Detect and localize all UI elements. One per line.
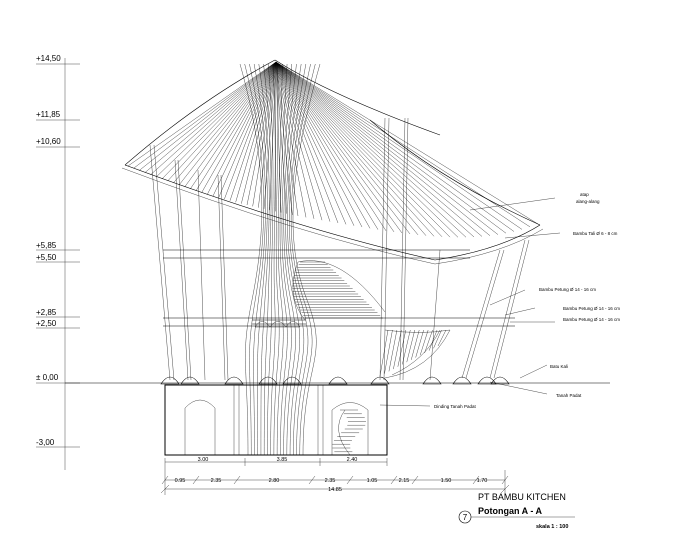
annotations: atap alang-alang Bambu Tali Ø 6 - 8 cm B… bbox=[434, 192, 620, 409]
level-label: +2,50 bbox=[36, 319, 57, 328]
floor-beams bbox=[163, 249, 515, 327]
level-label: ± 0,00 bbox=[36, 373, 59, 382]
basement-stair bbox=[332, 409, 366, 456]
dimension-label: 1.70 bbox=[477, 478, 488, 484]
dimension-label: 1.05 bbox=[367, 478, 378, 484]
note-bambu-tali: Bambu Tali Ø 6 - 8 cm bbox=[573, 231, 618, 236]
company-name: PT BAMBU KITCHEN bbox=[478, 492, 566, 502]
dimension-label: 0.95 bbox=[175, 478, 186, 484]
note-tanah-padat: Tanah Padat bbox=[556, 393, 582, 398]
stone-footings bbox=[160, 321, 510, 385]
note-batu-kali: Batu Kali bbox=[550, 364, 568, 369]
basement bbox=[164, 384, 388, 456]
dimension-total: 14.85 bbox=[328, 487, 342, 493]
note-bambu-petung: Bambu Petung Ø 14 - 16 cm bbox=[563, 317, 620, 322]
section-title: Potongan A - A bbox=[478, 506, 542, 516]
scale-label: skala 1 : 100 bbox=[536, 524, 568, 530]
note-dinding: Dinding Tanah Padat bbox=[434, 404, 476, 409]
dimension-label: 2.35 bbox=[325, 478, 336, 484]
dimension-label: 1.50 bbox=[441, 478, 452, 484]
dimension-label: 2.40 bbox=[347, 457, 358, 463]
dimension-label: 2.80 bbox=[269, 478, 280, 484]
level-label: +2,85 bbox=[36, 308, 57, 317]
staircase bbox=[292, 260, 386, 321]
title-block: PT BAMBU KITCHEN Potongan A - A 7 skala … bbox=[458, 492, 575, 530]
dimension-label: 3.00 bbox=[198, 457, 209, 463]
roof bbox=[121, 59, 544, 265]
dimension-label: 2.35 bbox=[211, 478, 222, 484]
leader-lines bbox=[379, 197, 561, 407]
level-label: +5,85 bbox=[36, 241, 57, 250]
note-bambu-petung: Bambu Petung Ø 14 - 16 cm bbox=[563, 306, 620, 311]
level-label: +5,50 bbox=[36, 253, 57, 262]
level-label: -3,00 bbox=[36, 438, 55, 447]
section-number: 7 bbox=[463, 513, 468, 522]
level-label: +10,60 bbox=[36, 137, 61, 146]
level-axis: +14,50 +11,85 +10,60 +5,85 +5,50 +2,85 +… bbox=[36, 54, 80, 470]
level-label: +14,50 bbox=[36, 54, 61, 63]
note-alang-alang: alang-alang bbox=[576, 199, 600, 204]
dimension-label: 3.85 bbox=[277, 457, 288, 463]
central-bamboo-bundle bbox=[239, 63, 321, 456]
dimension-lines: 3.00 3.85 2.40 0.95 2.35 2.80 2.35 1.05 … bbox=[160, 457, 510, 495]
lower-curved-stair bbox=[379, 329, 451, 379]
roof-thatch-hatching bbox=[127, 61, 539, 238]
dimension-ticks bbox=[161, 475, 509, 485]
columns bbox=[149, 117, 530, 381]
dimension-label: 2.15 bbox=[399, 478, 410, 484]
note-atap: atap bbox=[580, 192, 589, 197]
note-bambu-petung: Bambu Petung Ø 14 - 16 cm bbox=[539, 287, 596, 292]
level-label: +11,85 bbox=[36, 110, 61, 119]
